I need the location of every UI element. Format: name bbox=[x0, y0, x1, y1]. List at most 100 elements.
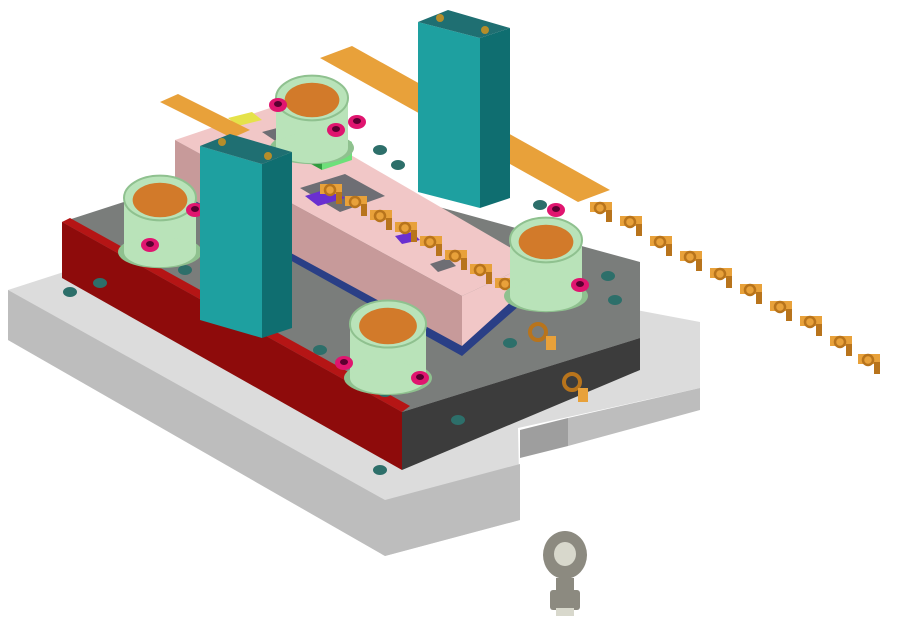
terminal-tab bbox=[756, 292, 762, 304]
pillar-front-screw-2 bbox=[264, 152, 272, 160]
strip-carrier-segment bbox=[858, 354, 880, 364]
terminal-ring bbox=[423, 235, 437, 249]
strip-carrier-segment bbox=[370, 210, 392, 220]
terminal-ring bbox=[861, 353, 875, 367]
cap-screw bbox=[269, 98, 287, 112]
mounting-hole bbox=[63, 287, 77, 297]
loose-parts bbox=[528, 322, 588, 402]
strip-terminal bbox=[800, 315, 822, 336]
terminal-tab bbox=[636, 224, 642, 236]
terminal-tab bbox=[361, 204, 367, 216]
terminal-ring bbox=[348, 195, 362, 209]
cap-screw-socket bbox=[576, 281, 584, 287]
bushing-base bbox=[124, 236, 196, 268]
terminal-ring bbox=[623, 215, 637, 229]
mounting-hole bbox=[391, 160, 405, 170]
terminal-ring bbox=[398, 221, 412, 235]
terminal-ring bbox=[743, 283, 757, 297]
mounting-hole bbox=[503, 338, 517, 348]
cap-screw bbox=[547, 203, 565, 217]
finished-terminal-hole bbox=[554, 542, 576, 566]
guide-pillar-back bbox=[418, 10, 510, 208]
bushing-bore bbox=[284, 82, 340, 118]
guide-bushing bbox=[270, 74, 354, 165]
cap-screw-socket bbox=[274, 101, 282, 107]
guide-pillar-front bbox=[200, 134, 292, 338]
strip-carrier-segment bbox=[770, 301, 792, 311]
strip-terminal bbox=[590, 201, 612, 222]
ejected-terminal-2-ring bbox=[562, 372, 582, 392]
cap-screw bbox=[571, 278, 589, 292]
cap-screw bbox=[141, 238, 159, 252]
cap-screw-socket bbox=[146, 241, 154, 247]
terminal-ring bbox=[473, 263, 487, 277]
strip-terminal bbox=[345, 195, 367, 216]
mounting-hole bbox=[451, 415, 465, 425]
terminal-ring bbox=[683, 250, 697, 264]
terminal-ring bbox=[713, 267, 727, 281]
mounting-hole bbox=[373, 465, 387, 475]
ejected-terminal-2-tail bbox=[578, 388, 588, 402]
strip-carrier-segment bbox=[590, 202, 612, 212]
terminal-tab bbox=[411, 230, 417, 242]
terminal-ring bbox=[773, 300, 787, 314]
mounting-hole bbox=[601, 271, 615, 281]
strip-terminal bbox=[395, 221, 417, 242]
lower-plate-notch bbox=[520, 418, 568, 458]
mounting-hole bbox=[93, 278, 107, 288]
ejected-terminal-2 bbox=[562, 372, 588, 402]
terminal-tab bbox=[336, 192, 342, 204]
terminal-tab bbox=[666, 244, 672, 256]
pillar-front-screw-1 bbox=[218, 138, 226, 146]
lower-plate-front-right bbox=[385, 464, 520, 556]
stamped-terminals bbox=[320, 183, 880, 374]
pillar-front-side bbox=[262, 152, 292, 338]
cap-screw bbox=[186, 203, 204, 217]
strip-carrier-segment bbox=[650, 236, 672, 246]
mounting-hole bbox=[313, 345, 327, 355]
strip-carrier-segment bbox=[395, 222, 417, 232]
strip-terminal bbox=[320, 183, 342, 204]
terminal-tab bbox=[786, 309, 792, 321]
mounting-hole bbox=[178, 265, 192, 275]
pillar-back-side bbox=[480, 28, 510, 208]
die-shoe-front bbox=[402, 338, 640, 470]
bushing-bore bbox=[359, 307, 417, 345]
cap-screw bbox=[348, 115, 366, 129]
red-block-front bbox=[62, 222, 402, 470]
terminal-tab bbox=[726, 276, 732, 288]
strip-carrier-segment bbox=[710, 268, 732, 278]
strip-carrier-segment bbox=[680, 251, 702, 261]
pillar-front-front bbox=[200, 146, 262, 338]
strip-terminal bbox=[770, 300, 792, 321]
cap-screw bbox=[335, 356, 353, 370]
finished-terminal-tip bbox=[556, 608, 574, 616]
yellow-block bbox=[228, 112, 262, 126]
strip-terminal bbox=[420, 235, 442, 256]
terminal-tab bbox=[436, 244, 442, 256]
pillar-back-screw-1 bbox=[436, 14, 444, 22]
strip-carrier-segment bbox=[420, 236, 442, 246]
mounting-hole bbox=[373, 145, 387, 155]
strip-carrier-segment bbox=[320, 184, 342, 194]
cap-screw-socket bbox=[191, 206, 199, 212]
cap-screw-socket bbox=[552, 206, 560, 212]
ejected-terminal-1-ring bbox=[528, 322, 548, 342]
terminal-ring bbox=[653, 235, 667, 249]
terminal-ring bbox=[448, 249, 462, 263]
terminal-ring bbox=[323, 183, 337, 197]
cap-screw-socket bbox=[353, 118, 361, 124]
strip-terminal bbox=[830, 335, 852, 356]
cap-screw-socket bbox=[332, 126, 340, 132]
finished-terminal bbox=[543, 531, 587, 616]
cap-screw bbox=[411, 371, 429, 385]
ejected-terminal-1-tail bbox=[546, 336, 556, 350]
strip-carrier-segment bbox=[800, 316, 822, 326]
strip-terminal bbox=[470, 263, 492, 284]
cap-screw bbox=[327, 123, 345, 137]
strip-carrier-segment bbox=[470, 264, 492, 274]
lower-plate-side-right bbox=[568, 388, 700, 446]
strip-terminal bbox=[858, 353, 880, 374]
terminal-tab bbox=[461, 258, 467, 270]
